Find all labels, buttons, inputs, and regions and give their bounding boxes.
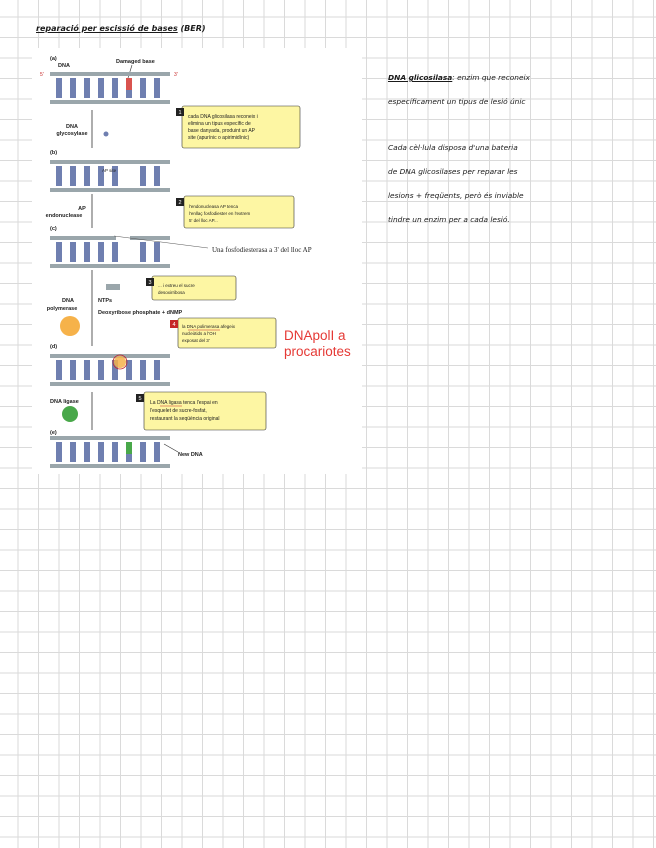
title-rest: (BER) xyxy=(178,24,206,33)
box-1-line-3: base danyada, produint un AP xyxy=(188,128,256,134)
dna-duplex-b xyxy=(50,160,170,192)
ber-diagram: (a) DNA Damaged base 5' 3' DNA glycosyla… xyxy=(32,48,362,474)
label-ligase: DNA ligase xyxy=(50,399,79,405)
sugar-fragment-icon xyxy=(106,284,120,290)
box-1-line-1: cada DNA glicosilasa reconeix i xyxy=(188,114,258,120)
box-5-line-2: l'esquelet de sucre-fosfat, xyxy=(150,408,207,414)
label-e: (e) xyxy=(50,430,57,436)
label-damaged-base: Damaged base xyxy=(116,59,155,65)
label-glycosylase-2: glycosylase xyxy=(56,131,87,137)
label-new-dna: New DNA xyxy=(178,452,203,458)
box-4-line-2: nucleòtids a l'OH xyxy=(182,331,216,336)
polymerase-icon xyxy=(60,316,80,336)
box-2-number: 2 xyxy=(178,200,181,206)
pointer-new-dna xyxy=(164,444,178,452)
label-dna-pol-2: polymerase xyxy=(47,306,78,312)
note-box-5: 5 La DNA ligasa tenca l'espai en l'esque… xyxy=(136,392,266,430)
right-note-2-line-1: Cada cèl·lula disposa d'una bateria xyxy=(388,136,638,160)
label-dna: DNA xyxy=(58,63,70,69)
box-1-line-4: site (apurínic o apirimidínic) xyxy=(188,135,249,141)
label-deoxy: Deoxyribose phosphate + dNMP xyxy=(98,310,183,316)
label-a: (a) xyxy=(50,56,57,62)
label-ap-endo-1: AP xyxy=(78,206,86,212)
box-1-line-2: elimina un tipus específic de xyxy=(188,121,251,127)
box-3-line-2: desoxirribosa xyxy=(158,290,185,295)
right-note-2: Cada cèl·lula disposa d'una bateria de D… xyxy=(388,136,638,232)
label-ap-site: AP site xyxy=(102,168,117,173)
right-note-1-line-2: específicament un tipus de lesió únic xyxy=(388,90,638,114)
end-5-a: 5' xyxy=(40,72,44,78)
label-fosfodiesterasa: Una fosfodiesterasa a 3' del lloc AP xyxy=(212,246,312,254)
red-annotation: DNApolI a procariotes xyxy=(284,328,351,360)
label-ap-endo-2: endonuclease xyxy=(46,213,83,219)
note-box-4: 4 la DNA polimerasa afegeix nucleòtids a… xyxy=(170,318,276,348)
label-d: (d) xyxy=(50,344,57,350)
box-2-line-2: l'enllaç fosfodiester en l'extrem xyxy=(189,211,250,216)
page-title: reparació per escissió de bases (BER) xyxy=(36,24,206,33)
box-2-line-3: 5' del lloc AP... xyxy=(189,218,218,223)
dna-duplex-d xyxy=(50,354,170,386)
ligase-icon xyxy=(62,406,78,422)
box-5-line-3: restaurant la seqüència original xyxy=(150,416,220,422)
box-4-number: 4 xyxy=(172,322,175,328)
note-box-1: 1 cada DNA glicosilasa reconeix i elimin… xyxy=(176,106,300,148)
label-b: (b) xyxy=(50,150,57,156)
box-2-line-1: l'endonucleasa AP tenca xyxy=(189,204,239,209)
label-c: (c) xyxy=(50,226,57,232)
box-5-number: 5 xyxy=(138,396,141,402)
dna-duplex-e xyxy=(50,436,170,468)
glycosylase-icon xyxy=(104,132,109,137)
term-dna-glicosilasa: DNA glicosilasa xyxy=(388,73,452,82)
end-3-a: 3' xyxy=(174,72,178,78)
right-note-1-line-1: DNA glicosilasa: enzim que reconeix xyxy=(388,66,638,90)
box-4-line-1: la DNA polimerasa afegeix xyxy=(182,324,236,329)
box-1-number: 1 xyxy=(178,110,181,116)
red-annotation-line-2: procariotes xyxy=(284,344,351,360)
right-note-2-line-4: tindre un enzim per a cada lesió. xyxy=(388,208,638,232)
label-glycosylase-1: DNA xyxy=(66,124,78,130)
note-box-2: 2 l'endonucleasa AP tenca l'enllaç fosfo… xyxy=(176,196,294,228)
pointer-damaged xyxy=(128,65,132,78)
box-5-line-1: La DNA ligasa tenca l'espai en xyxy=(150,400,218,406)
right-note-2-line-3: lesions + freqüents, però és inviable xyxy=(388,184,638,208)
title-underlined: reparació per escissió de bases xyxy=(36,24,178,33)
right-note-1: DNA glicosilasa: enzim que reconeix espe… xyxy=(388,66,638,114)
box-3-line-1: ... i extreu el sucre xyxy=(158,283,195,288)
right-note-1-rest: : enzim que reconeix xyxy=(452,73,530,82)
dna-duplex-a xyxy=(50,72,170,104)
box-4-line-3: exposat del 3' xyxy=(182,338,210,343)
note-box-3: 3 ... i extreu el sucre desoxirribosa xyxy=(146,276,236,300)
red-annotation-line-1: DNApolI a xyxy=(284,328,351,344)
label-ntps: NTPs xyxy=(98,298,112,304)
right-note-2-line-2: de DNA glicosilases per reparar les xyxy=(388,160,638,184)
box-3-number: 3 xyxy=(148,280,151,286)
label-dna-pol-1: DNA xyxy=(62,298,74,304)
